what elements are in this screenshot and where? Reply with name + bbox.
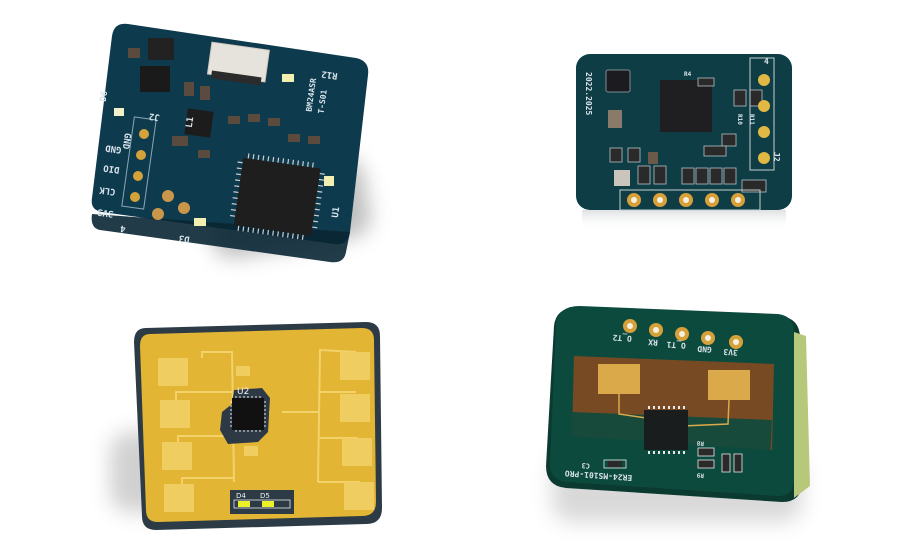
connector-label: J2 bbox=[772, 152, 781, 162]
chip-label: U1 bbox=[331, 206, 342, 218]
antenna-patch-left bbox=[598, 364, 640, 394]
pin-label-3v3: 3V3 bbox=[723, 347, 738, 357]
resistor-r8: R8 bbox=[696, 439, 704, 447]
pin-label-dio: DIO bbox=[102, 162, 120, 174]
led-label-d3: D3 bbox=[178, 232, 190, 243]
pin-label-gnd: GND bbox=[697, 344, 712, 354]
side-pin-header bbox=[749, 57, 775, 171]
pin-number: 4 bbox=[764, 57, 769, 66]
chip-u1 bbox=[230, 153, 325, 240]
chip-label-u2: U2 bbox=[237, 387, 249, 397]
chip-u2 bbox=[232, 398, 264, 430]
pcb-module-bottom-left: U2 D4 D5 bbox=[110, 312, 395, 537]
led-d2a bbox=[282, 74, 294, 82]
pin-label-ot1: O_T1 bbox=[666, 340, 686, 350]
resistor-label: R12 bbox=[321, 68, 338, 80]
pcb-module-top-left: GND GND DIO CLK 3V3 J2 U1 R12 BM24ASR T-… bbox=[88, 18, 374, 273]
led-d2b bbox=[324, 176, 334, 186]
pin-label: GND bbox=[120, 132, 132, 150]
pin-header-j2 bbox=[121, 116, 157, 210]
pin-number: 4 bbox=[119, 222, 126, 233]
connector-header bbox=[206, 41, 270, 86]
version-label: T-S01 bbox=[317, 89, 329, 114]
led-d6 bbox=[114, 108, 124, 116]
date-code: 2022.2025 bbox=[584, 72, 593, 116]
pin-label-3v3: 3V3 bbox=[97, 206, 114, 218]
led-block: D4 D5 bbox=[230, 490, 294, 514]
antenna-patch-right bbox=[708, 370, 750, 400]
connector-label: J2 bbox=[148, 110, 160, 121]
chip-main bbox=[660, 80, 712, 132]
led-d4 bbox=[238, 501, 250, 507]
pcb-module-bottom-right: 3V3 GND O_T1 RX O_T2 C3 R8 R9 ER24-MS101… bbox=[532, 302, 822, 542]
resistor-r9: R9 bbox=[696, 471, 704, 479]
pin-label-clk: CLK bbox=[98, 184, 116, 196]
chip-u3 bbox=[644, 410, 688, 450]
led-d3 bbox=[194, 218, 206, 226]
capacitor-label-c3: C3 bbox=[581, 461, 590, 470]
crystal-white bbox=[614, 170, 630, 186]
pin-label-rx: RX bbox=[648, 337, 658, 347]
resistor-r10: R10 bbox=[736, 114, 743, 125]
led-label-d6: D6 bbox=[99, 90, 110, 102]
pin-label-ot2: O_T2 bbox=[612, 333, 632, 343]
resistor-r4: R4 bbox=[684, 71, 692, 78]
led-d5 bbox=[262, 501, 274, 507]
inductor-label: L1 bbox=[185, 116, 196, 128]
resistor-r11: R11 bbox=[748, 114, 755, 125]
bottom-pin-header bbox=[619, 189, 761, 211]
pin-header-top bbox=[623, 319, 743, 349]
led-label-d5: D5 bbox=[260, 492, 270, 500]
led-label-d4: D4 bbox=[236, 492, 246, 500]
pcb-module-top-right: 2022.2025 J2 4 R10 R11 R4 bbox=[574, 52, 796, 232]
pin-label-gnd: GND bbox=[104, 142, 122, 154]
antenna-patches bbox=[158, 352, 374, 512]
